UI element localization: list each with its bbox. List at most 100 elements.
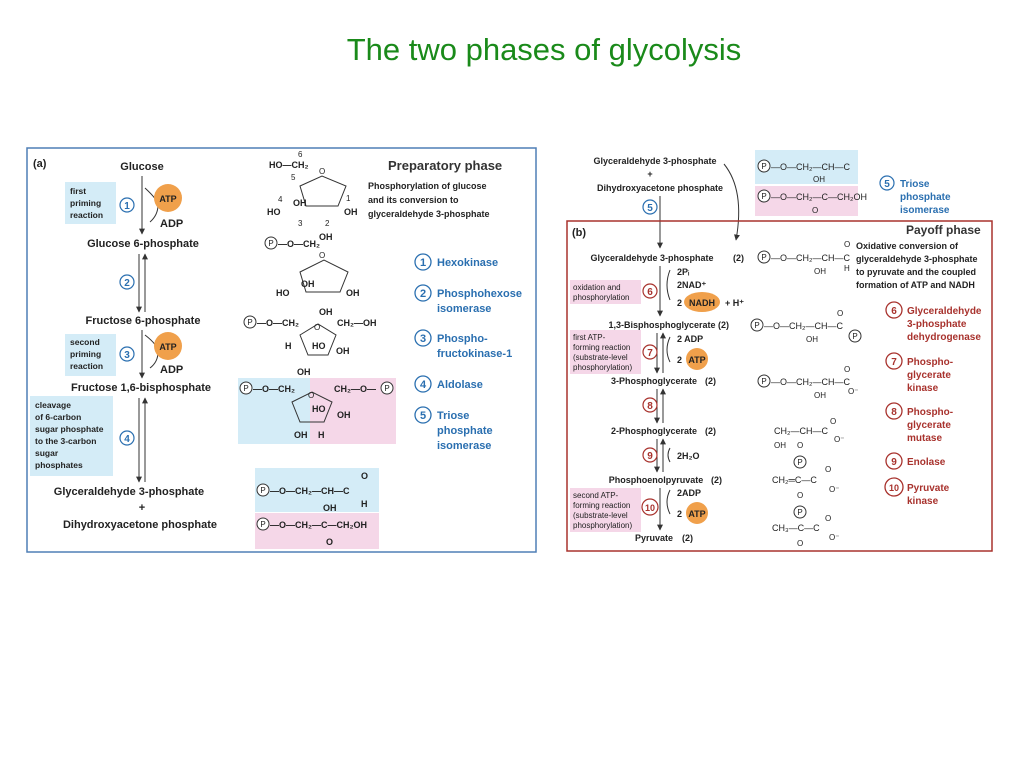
panel-payoff-phase: (b) Payoff phase Oxidative conversion of… [566, 220, 993, 552]
svg-text:O: O [844, 365, 850, 374]
svg-text:5: 5 [647, 203, 653, 214]
svg-text:—O—CH₂—CH—C: —O—CH₂—CH—C [771, 377, 850, 387]
phase-desc-line: Phosphorylation of glucose [368, 181, 487, 191]
top-dhap-chain: —O—CH₂—C—CH₂OH [771, 192, 867, 202]
svg-text:dehydrogenase: dehydrogenase [907, 332, 981, 343]
note-first-priming: first priming reaction [65, 182, 116, 224]
hplus-label: + H⁺ [725, 298, 744, 308]
note-second-atp-forming: second ATP- forming reaction (substrate-… [570, 488, 641, 532]
svg-text:7: 7 [891, 357, 897, 368]
enzyme-enolase: 9 Enolase [885, 452, 946, 470]
svg-text:oxidation and: oxidation and [573, 283, 621, 292]
svg-text:OH: OH [294, 430, 308, 440]
compound-2-phosphoglycerate: 2-Phosphoglycerate [611, 426, 697, 436]
slide-title: The two phases of glycolysis [346, 32, 742, 67]
compound-1-3-bisphosphoglycerate: 1,3-Bisphosphoglycerate [608, 320, 715, 330]
svg-text:Oxidative conversion of: Oxidative conversion of [856, 241, 959, 251]
svg-text:OH: OH [814, 391, 826, 400]
svg-text:OH: OH [336, 346, 350, 356]
svg-text:first: first [70, 186, 86, 196]
svg-text:(substrate-level: (substrate-level [573, 511, 628, 520]
svg-text:OH: OH [346, 288, 360, 298]
svg-text:—O—CH₂—C—CH₂OH: —O—CH₂—C—CH₂OH [270, 520, 367, 530]
svg-text:P: P [384, 384, 389, 393]
step-2-marker: 2 [119, 274, 135, 290]
svg-text:OH: OH [813, 175, 825, 184]
svg-text:O⁻: O⁻ [834, 435, 844, 444]
svg-text:H: H [844, 264, 850, 273]
svg-text:reaction: reaction [70, 361, 103, 371]
svg-text:priming: priming [70, 198, 101, 208]
svg-text:glycerate: glycerate [907, 420, 951, 431]
nadh-badge [684, 292, 720, 312]
svg-text:7: 7 [647, 348, 653, 359]
svg-text:—O—CH₂—CH—C: —O—CH₂—CH—C [771, 253, 850, 263]
glucose-6-phosphate-structure: P —O—CH₂ O HO OH OH OH [264, 236, 360, 317]
svg-text:—O—CH₂: —O—CH₂ [257, 318, 299, 328]
svg-text:isomerase: isomerase [437, 303, 491, 315]
atp-label: ATP [159, 342, 176, 352]
fructose-1-6-bisphosphate-structure: P —O—CH₂ CH₂—O— P O HO OH OH H [238, 378, 396, 444]
svg-text:CH₂—OH: CH₂—OH [337, 318, 377, 328]
atp-label: ATP [688, 355, 705, 365]
svg-text:P: P [761, 162, 766, 171]
svg-text:P: P [260, 520, 265, 529]
atp-badge [686, 348, 708, 370]
payoff-phase-title: Payoff phase [906, 223, 981, 237]
svg-text:6: 6 [891, 306, 897, 317]
svg-text:forming reaction: forming reaction [573, 501, 630, 510]
svg-text:phosphorylation): phosphorylation) [573, 363, 632, 372]
svg-text:OH: OH [319, 232, 333, 242]
structure-g3p-b: P —O—CH₂—CH—C O H OH [757, 240, 850, 276]
svg-text:P: P [852, 332, 857, 341]
pi-label: 2Pᵢ [677, 267, 690, 277]
svg-text:O: O [326, 537, 333, 547]
svg-text:Triose: Triose [900, 179, 930, 190]
svg-text:O: O [797, 539, 803, 548]
structure-3pg: P —O—CH₂—CH—C O O⁻ OH [757, 365, 858, 400]
svg-text:(2): (2) [718, 320, 729, 330]
compound-g3p: Glyceraldehyde 3-phosphate [590, 253, 713, 263]
svg-text:H: H [318, 430, 325, 440]
svg-text:P: P [243, 384, 248, 393]
note-cleavage: cleavage of 6-carbon sugar phosphate to … [30, 396, 113, 476]
phase-desc-line: and its conversion to [368, 195, 459, 205]
nadh-coef: 2 [677, 298, 682, 308]
svg-text:isomerase: isomerase [900, 205, 950, 216]
atp-badge [154, 184, 182, 212]
top-g3p-chain: —O—CH₂—CH—C [771, 162, 850, 172]
svg-text:P: P [797, 458, 802, 467]
top-g3p-highlight [755, 150, 858, 184]
svg-text:1: 1 [420, 257, 426, 269]
svg-text:kinase: kinase [907, 383, 939, 394]
step-9-marker: 9 [642, 447, 658, 463]
step-3-marker: 3 [119, 346, 135, 362]
svg-text:phosphate: phosphate [900, 192, 951, 203]
svg-text:Phosphohexose: Phosphohexose [437, 288, 522, 300]
svg-text:O: O [830, 417, 836, 426]
svg-text:P: P [268, 239, 273, 248]
compound-fructose-6-phosphate: Fructose 6-phosphate [86, 315, 201, 327]
svg-text:sugar: sugar [35, 448, 59, 458]
svg-text:to pyruvate and the coupled: to pyruvate and the coupled [856, 267, 976, 277]
nadh-label: NADH [689, 298, 715, 308]
enzyme-legend: 1 Hexokinase 2 Phosphohexose isomerase 3… [414, 253, 522, 452]
svg-text:O: O [319, 251, 325, 260]
compound-fructose-1-6-bisphosphate: Fructose 1,6-bisphosphate [71, 382, 211, 394]
enzyme-triose-phosphate-isomerase: 5 Triose phosphate isomerase [414, 406, 493, 452]
step-10-marker: 10 [641, 498, 659, 516]
atp-coef: 2 [677, 509, 682, 519]
enzyme-phosphoglycerate-mutase: 8 Phospho- glycerate mutase [885, 402, 953, 444]
atp-label: ATP [688, 509, 705, 519]
svg-text:OH: OH [319, 307, 333, 317]
svg-text:Triose: Triose [437, 410, 469, 422]
adp2-label: 2ADP [677, 488, 701, 498]
adp1-label: 2 ADP [677, 334, 703, 344]
compound-glyceraldehyde-3-phosphate: Glyceraldehyde 3-phosphate [54, 486, 204, 498]
svg-text:cleavage: cleavage [35, 400, 71, 410]
svg-text:Phospho-: Phospho- [907, 407, 953, 418]
panel-a-label: (a) [33, 158, 47, 170]
note-first-atp-forming: first ATP- forming reaction (substrate-l… [570, 330, 641, 374]
enzyme-legend-payoff: 6 Glyceraldehyde 3-phosphate dehydrogena… [884, 301, 982, 507]
svg-text:(2): (2) [682, 533, 693, 543]
